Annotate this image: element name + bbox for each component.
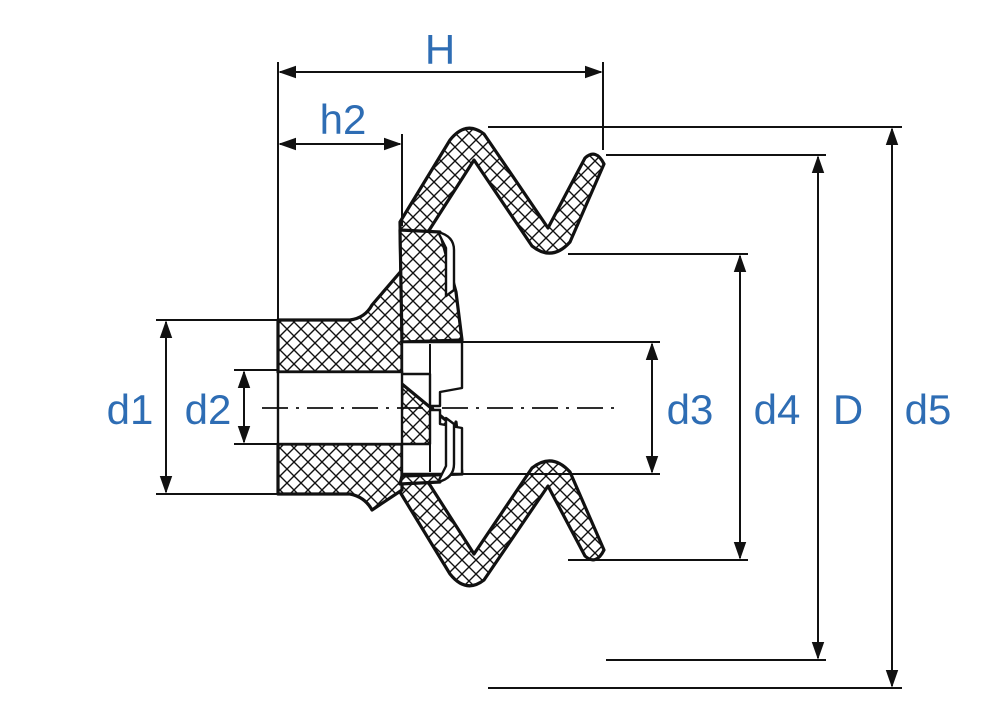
label-d2: d2 [185,386,232,433]
upper-bellows-section [398,126,606,332]
extension-lines [156,62,902,689]
lower-bellows-section [398,382,606,588]
label-D: D [833,386,863,433]
dimension-lines [159,65,899,688]
label-d1: d1 [107,386,154,433]
lower-hub-section [276,442,404,512]
label-d5: d5 [905,386,952,433]
metal-insert [400,230,464,484]
label-d4: d4 [754,386,801,433]
dimension-labels: H h2 d1 d2 d3 d4 D d5 [107,26,952,433]
label-d3: d3 [667,386,714,433]
label-h2: h2 [320,96,367,143]
upper-hub-section [276,268,404,374]
label-H: H [425,26,455,73]
